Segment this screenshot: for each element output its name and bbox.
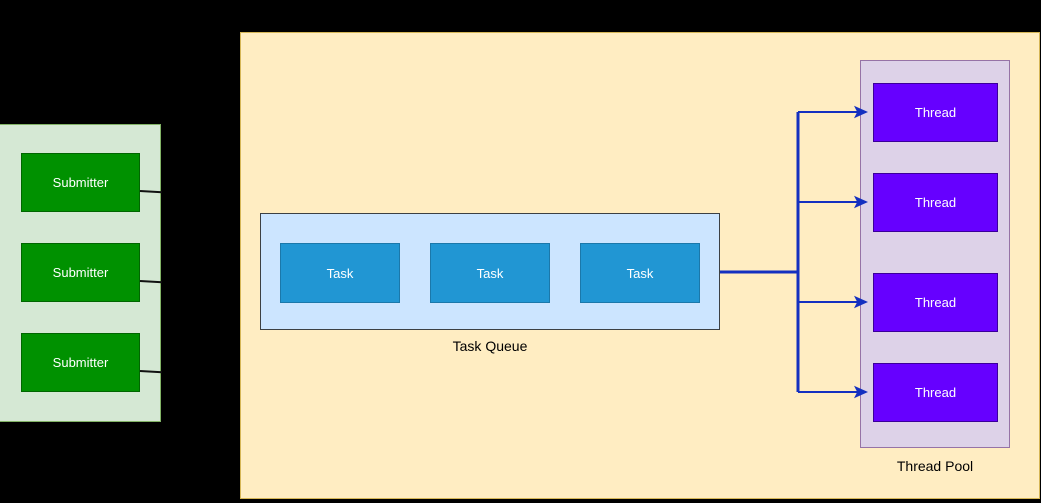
task-box-2[interactable]: Task <box>430 243 550 303</box>
task-queue-label: Task Queue <box>452 338 528 354</box>
thread-box-1[interactable]: Thread <box>873 83 998 142</box>
thread-pool-label: Thread Pool <box>896 458 974 474</box>
submitter-label: Submitter <box>52 265 109 280</box>
task-box-3[interactable]: Task <box>580 243 700 303</box>
submitter-label: Submitter <box>52 355 109 370</box>
submitter-box-3[interactable]: Submitter <box>21 333 140 392</box>
thread-label: Thread <box>914 295 957 310</box>
task-label: Task <box>626 265 654 281</box>
thread-box-2[interactable]: Thread <box>873 173 998 232</box>
task-box-1[interactable]: Task <box>280 243 400 303</box>
submitter-box-1[interactable]: Submitter <box>21 153 140 212</box>
thread-label: Thread <box>914 385 957 400</box>
thread-box-3[interactable]: Thread <box>873 273 998 332</box>
thread-box-4[interactable]: Thread <box>873 363 998 422</box>
thread-label: Thread <box>914 105 957 120</box>
submitter-box-2[interactable]: Submitter <box>21 243 140 302</box>
submitter-label: Submitter <box>52 175 109 190</box>
task-label: Task <box>326 265 354 281</box>
thread-label: Thread <box>914 195 957 210</box>
task-label: Task <box>476 265 504 281</box>
